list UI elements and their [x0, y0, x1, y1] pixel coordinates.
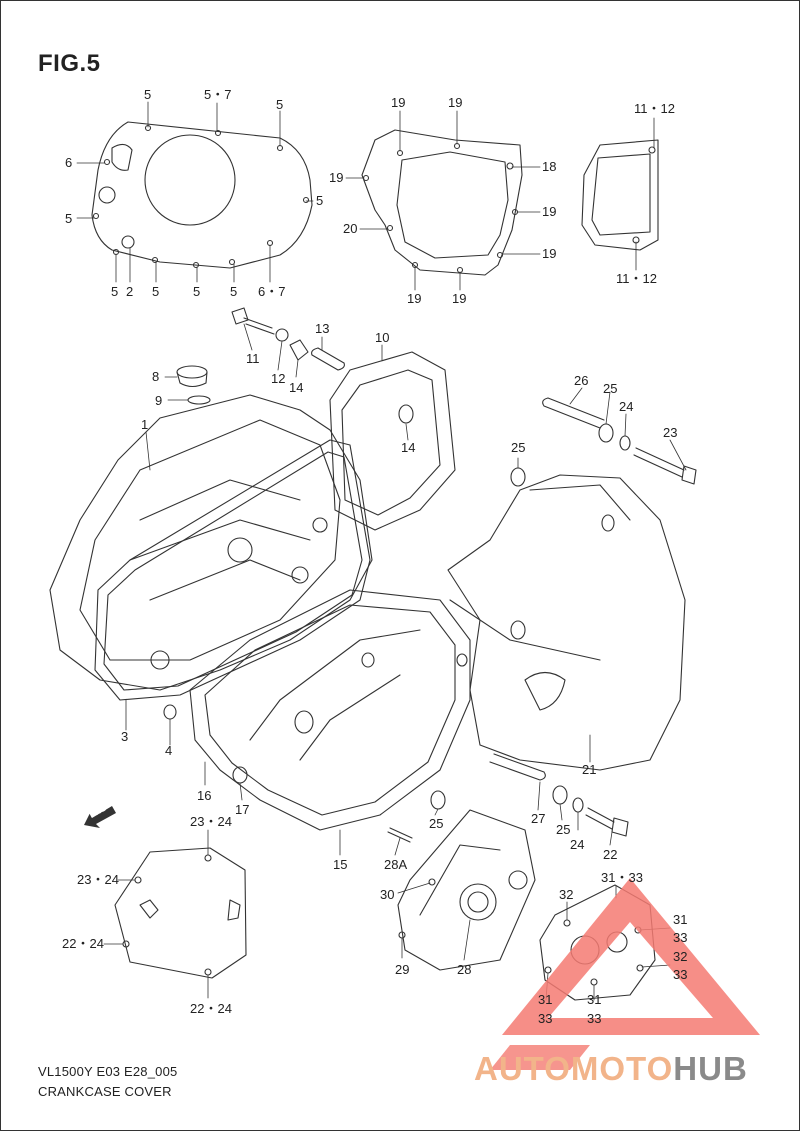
callout-label: 19 — [452, 291, 467, 306]
callout-label: 5 — [316, 193, 324, 208]
clutch-cover-gasket — [91, 121, 313, 269]
callout-label: 1 — [141, 417, 149, 432]
callout-label: 19 — [542, 246, 557, 261]
callout-label: 25 — [556, 822, 571, 837]
callout-label: 22・24 — [190, 1001, 232, 1016]
callout-label: 2 — [126, 284, 134, 299]
figure-model-code: VL1500Y E03 E28_005 — [38, 1064, 178, 1079]
bolt-group-11-14 — [231, 307, 345, 371]
callout-label: 33 — [673, 967, 688, 982]
callout-label: 26 — [574, 373, 589, 388]
callout-label: 4 — [165, 743, 173, 758]
callout-label: 20 — [343, 221, 358, 236]
callout-label: 19 — [329, 170, 344, 185]
callout-label: 29 — [395, 962, 410, 977]
callout-label: 17 — [235, 802, 250, 817]
callout-label: 33 — [587, 1011, 602, 1026]
watermark-logo-text: AUTOMOTOHUB — [474, 1050, 748, 1087]
callout-label: 31・33 — [601, 870, 643, 885]
callout-label: 5 — [193, 284, 201, 299]
callout-label: 31 — [673, 912, 688, 927]
callout-label: 19 — [407, 291, 422, 306]
callout-label: 25 — [429, 816, 444, 831]
callout-label: 14 — [401, 440, 416, 455]
crankcase-cover-15 — [189, 589, 471, 831]
callout-label: 3 — [121, 729, 129, 744]
callout-label: 5 — [152, 284, 160, 299]
callout-label: 13 — [315, 321, 330, 336]
sprocket-cover — [361, 129, 523, 276]
small-cover — [581, 139, 659, 251]
callout-label: 19 — [391, 95, 406, 110]
callout-label: 19 — [448, 95, 463, 110]
callout-label: 9 — [155, 393, 163, 408]
collar-25-upper — [510, 467, 526, 487]
callout-label: 27 — [531, 811, 546, 826]
watermark-logo-triangle — [490, 878, 760, 1070]
callout-label: 5 — [276, 97, 284, 112]
forward-arrow-icon — [84, 806, 116, 828]
callout-label: 15 — [333, 857, 348, 872]
callout-label: 11・12 — [634, 101, 675, 116]
callout-label: 5 — [230, 284, 238, 299]
callout-label: 10 — [375, 330, 390, 345]
callout-label: 25 — [603, 381, 618, 396]
gasket-3 — [94, 439, 371, 701]
figure-title: FIG.5 — [38, 50, 101, 77]
callout-label: 5・7 — [204, 87, 232, 102]
callout-label: 23・24 — [77, 872, 119, 887]
callout-label: 21 — [582, 762, 597, 777]
callout-label: 22 — [603, 847, 618, 862]
callout-label: 32 — [559, 887, 574, 902]
callout-label: 11 — [246, 351, 260, 366]
callout-label: 33 — [538, 1011, 553, 1026]
crankcase-body — [49, 394, 373, 691]
cover-plate — [114, 847, 247, 979]
callout-label: 33 — [673, 930, 688, 945]
oil-pump-28-30 — [397, 809, 536, 971]
callout-label: 24 — [570, 837, 585, 852]
cover-bracket-10 — [329, 351, 456, 531]
leader-lines — [76, 101, 687, 1001]
dowel-bolt-22 — [387, 753, 629, 843]
callout-label: 6 — [65, 155, 73, 170]
callout-label: 16 — [197, 788, 212, 803]
callout-label: 28 — [457, 962, 472, 977]
callout-label: 30 — [380, 887, 395, 902]
callout-label: 32 — [673, 949, 688, 964]
dowels-4-17 — [163, 704, 248, 784]
callout-label: 23・24 — [190, 814, 232, 829]
callout-label: 11・12 — [616, 271, 657, 286]
callout-label: 14 — [289, 380, 304, 395]
callout-label: 5 — [111, 284, 119, 299]
callout-label: 28A — [384, 857, 408, 872]
callout-label: 25 — [511, 440, 526, 455]
callout-label: 24 — [619, 399, 634, 414]
callout-label: 19 — [542, 204, 557, 219]
callout-label: 5 — [65, 211, 73, 226]
figure-section-name: CRANKCASE COVER — [38, 1084, 172, 1099]
crankcase-21 — [447, 474, 686, 771]
callout-label: 5 — [144, 87, 152, 102]
oil-filler-cap — [176, 365, 211, 405]
callout-label: 23 — [663, 425, 678, 440]
callout-label: 8 — [152, 369, 160, 384]
callout-label: 12 — [271, 371, 286, 386]
callout-label: 18 — [542, 159, 557, 174]
callout-label: 6・7 — [258, 284, 286, 299]
callout-label: 31 — [538, 992, 553, 1007]
callout-label: 31 — [587, 992, 602, 1007]
callout-label: 22・24 — [62, 936, 104, 951]
